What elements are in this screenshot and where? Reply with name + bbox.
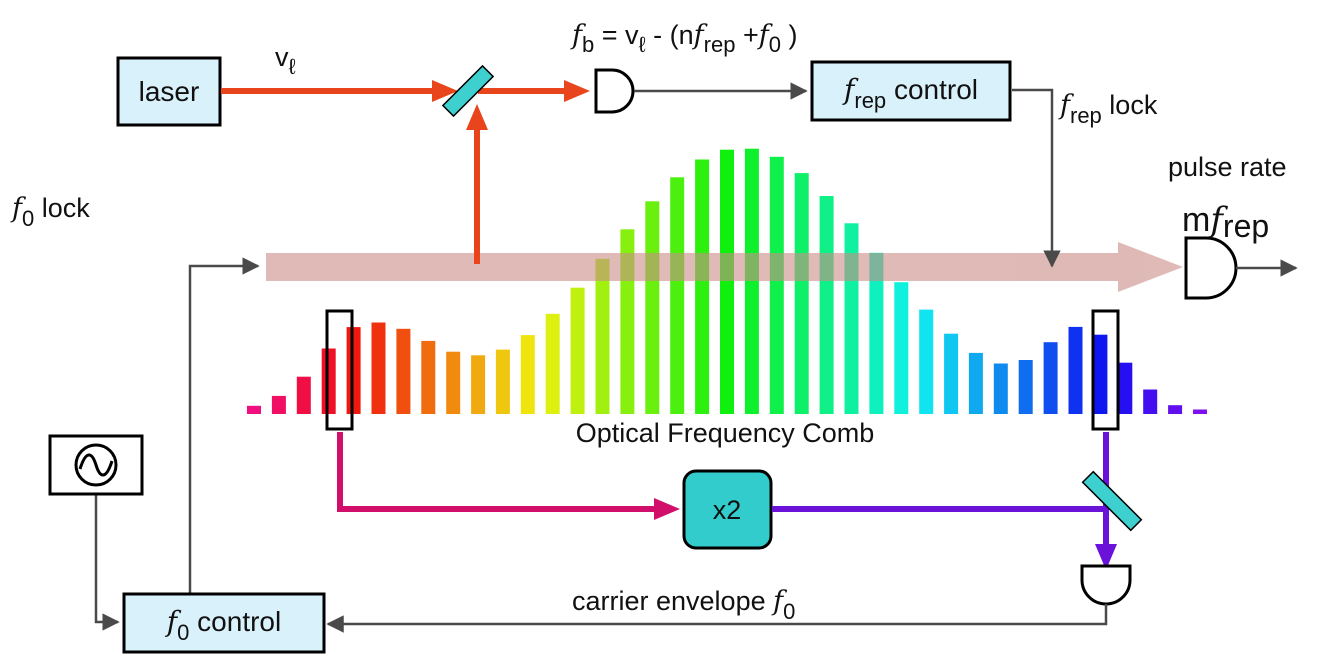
rep-control-sub: rep [854, 88, 886, 113]
comb-line [271, 395, 286, 414]
comb-line [1168, 405, 1183, 414]
comb-line [446, 351, 461, 414]
comb-line [1143, 389, 1158, 414]
comb-line [944, 333, 959, 414]
comb-line [396, 328, 411, 414]
comb-lines [247, 148, 1207, 415]
photodetector-beat [594, 68, 635, 114]
beat-equation: fb = vℓ - (nfrep +f0 ) [570, 20, 798, 57]
f0-control-sub: 0 [177, 620, 189, 645]
beat-eq-mid: - (n [646, 20, 694, 50]
comb-line [296, 376, 311, 414]
comb-line [421, 340, 436, 414]
beat-eq-zero: 0 [769, 32, 781, 57]
rep-lock-label: frep lock [1058, 90, 1158, 128]
comb-line [1043, 342, 1058, 414]
comb-line [545, 313, 560, 414]
laser-beam [221, 80, 590, 264]
bottom-wiring [94, 257, 1108, 633]
nu-l-sub: ℓ [289, 54, 297, 79]
carrier-envelope-sub: 0 [783, 599, 795, 624]
comb-line [645, 201, 660, 414]
comb-line [570, 287, 585, 414]
f0-lock-suffix: lock [34, 193, 90, 223]
comb-line [1068, 326, 1083, 414]
comb-line [744, 148, 759, 414]
beat-eq-l: ℓ [639, 32, 647, 57]
low-freq-branch [337, 432, 680, 520]
comb-line [844, 223, 859, 414]
comb-line [819, 196, 834, 414]
f0-control-suffix: control [189, 606, 281, 637]
comb-line [371, 322, 386, 414]
f0-control-box: f0 control [122, 592, 326, 654]
pulse-rate-label: pulse rate [1168, 152, 1287, 182]
rep-lock-sub: rep [1070, 103, 1102, 128]
comb-line [471, 355, 486, 414]
oscillator-box [48, 434, 144, 496]
comb-line [495, 349, 510, 414]
comb-line [1018, 360, 1033, 414]
m-frep-label: mfrep [1182, 200, 1269, 244]
beamsplitter-mirror-bottom [1081, 470, 1143, 532]
rep-control-suffix: control [886, 74, 978, 105]
carrier-envelope-text: carrier envelope [572, 586, 773, 616]
comb-line [894, 282, 909, 414]
comb-line [919, 309, 934, 414]
comb-line [794, 173, 809, 414]
beat-eq-eq: = v [594, 20, 639, 50]
beat-eq-rep: rep [704, 32, 736, 57]
comb-line [769, 156, 784, 415]
comb-line [869, 252, 884, 414]
doubler-label: x2 [713, 495, 742, 525]
high-freq-branch [772, 432, 1117, 570]
pulse-beam [266, 242, 1183, 292]
rep-lock-suffix: lock [1102, 90, 1158, 120]
comb-line [993, 363, 1008, 414]
nu-l-main: v [275, 42, 289, 72]
high-freq-select-box [1091, 309, 1120, 431]
comb-line [720, 149, 734, 414]
rep-control-box: frep control [810, 60, 1012, 122]
beat-eq-b: b [582, 32, 594, 57]
comb-line [595, 258, 610, 414]
rep-control-label: frep control [842, 73, 978, 113]
comb-title: Optical Frequency Comb [576, 418, 875, 448]
comb-line [1093, 334, 1108, 414]
nu-l-label: vℓ [275, 42, 297, 79]
beat-eq-close: ) [781, 20, 798, 50]
laser-label: laser [139, 76, 200, 107]
top-wiring [634, 82, 1061, 268]
m-frep-m: m [1182, 201, 1210, 239]
comb-line [1193, 409, 1207, 414]
photodetector-pulse-rate [1184, 236, 1298, 300]
comb-line [670, 177, 685, 414]
f0-lock-sub: 0 [22, 206, 34, 231]
low-freq-select-box [325, 309, 354, 431]
m-frep-sub: rep [1223, 208, 1269, 244]
f0-control-label: f0 control [165, 605, 281, 645]
comb-line [968, 352, 983, 414]
comb-line [346, 327, 361, 414]
photodetector-carrier-envelope [1080, 564, 1132, 606]
frequency-doubler: x2 [682, 469, 773, 550]
comb-line [520, 335, 535, 414]
laser-box: laser [116, 56, 222, 127]
comb-line [695, 159, 710, 414]
f0-lock-label: f0 lock [10, 193, 90, 231]
comb-line [247, 405, 261, 414]
beamsplitter-mirror-top [441, 64, 495, 118]
comb-line [321, 348, 336, 414]
beat-eq-plus: + [735, 20, 758, 50]
carrier-envelope-label: carrier envelope f0 [572, 586, 795, 624]
sine-oscillator-icon [74, 443, 118, 487]
comb-line [1118, 362, 1133, 414]
